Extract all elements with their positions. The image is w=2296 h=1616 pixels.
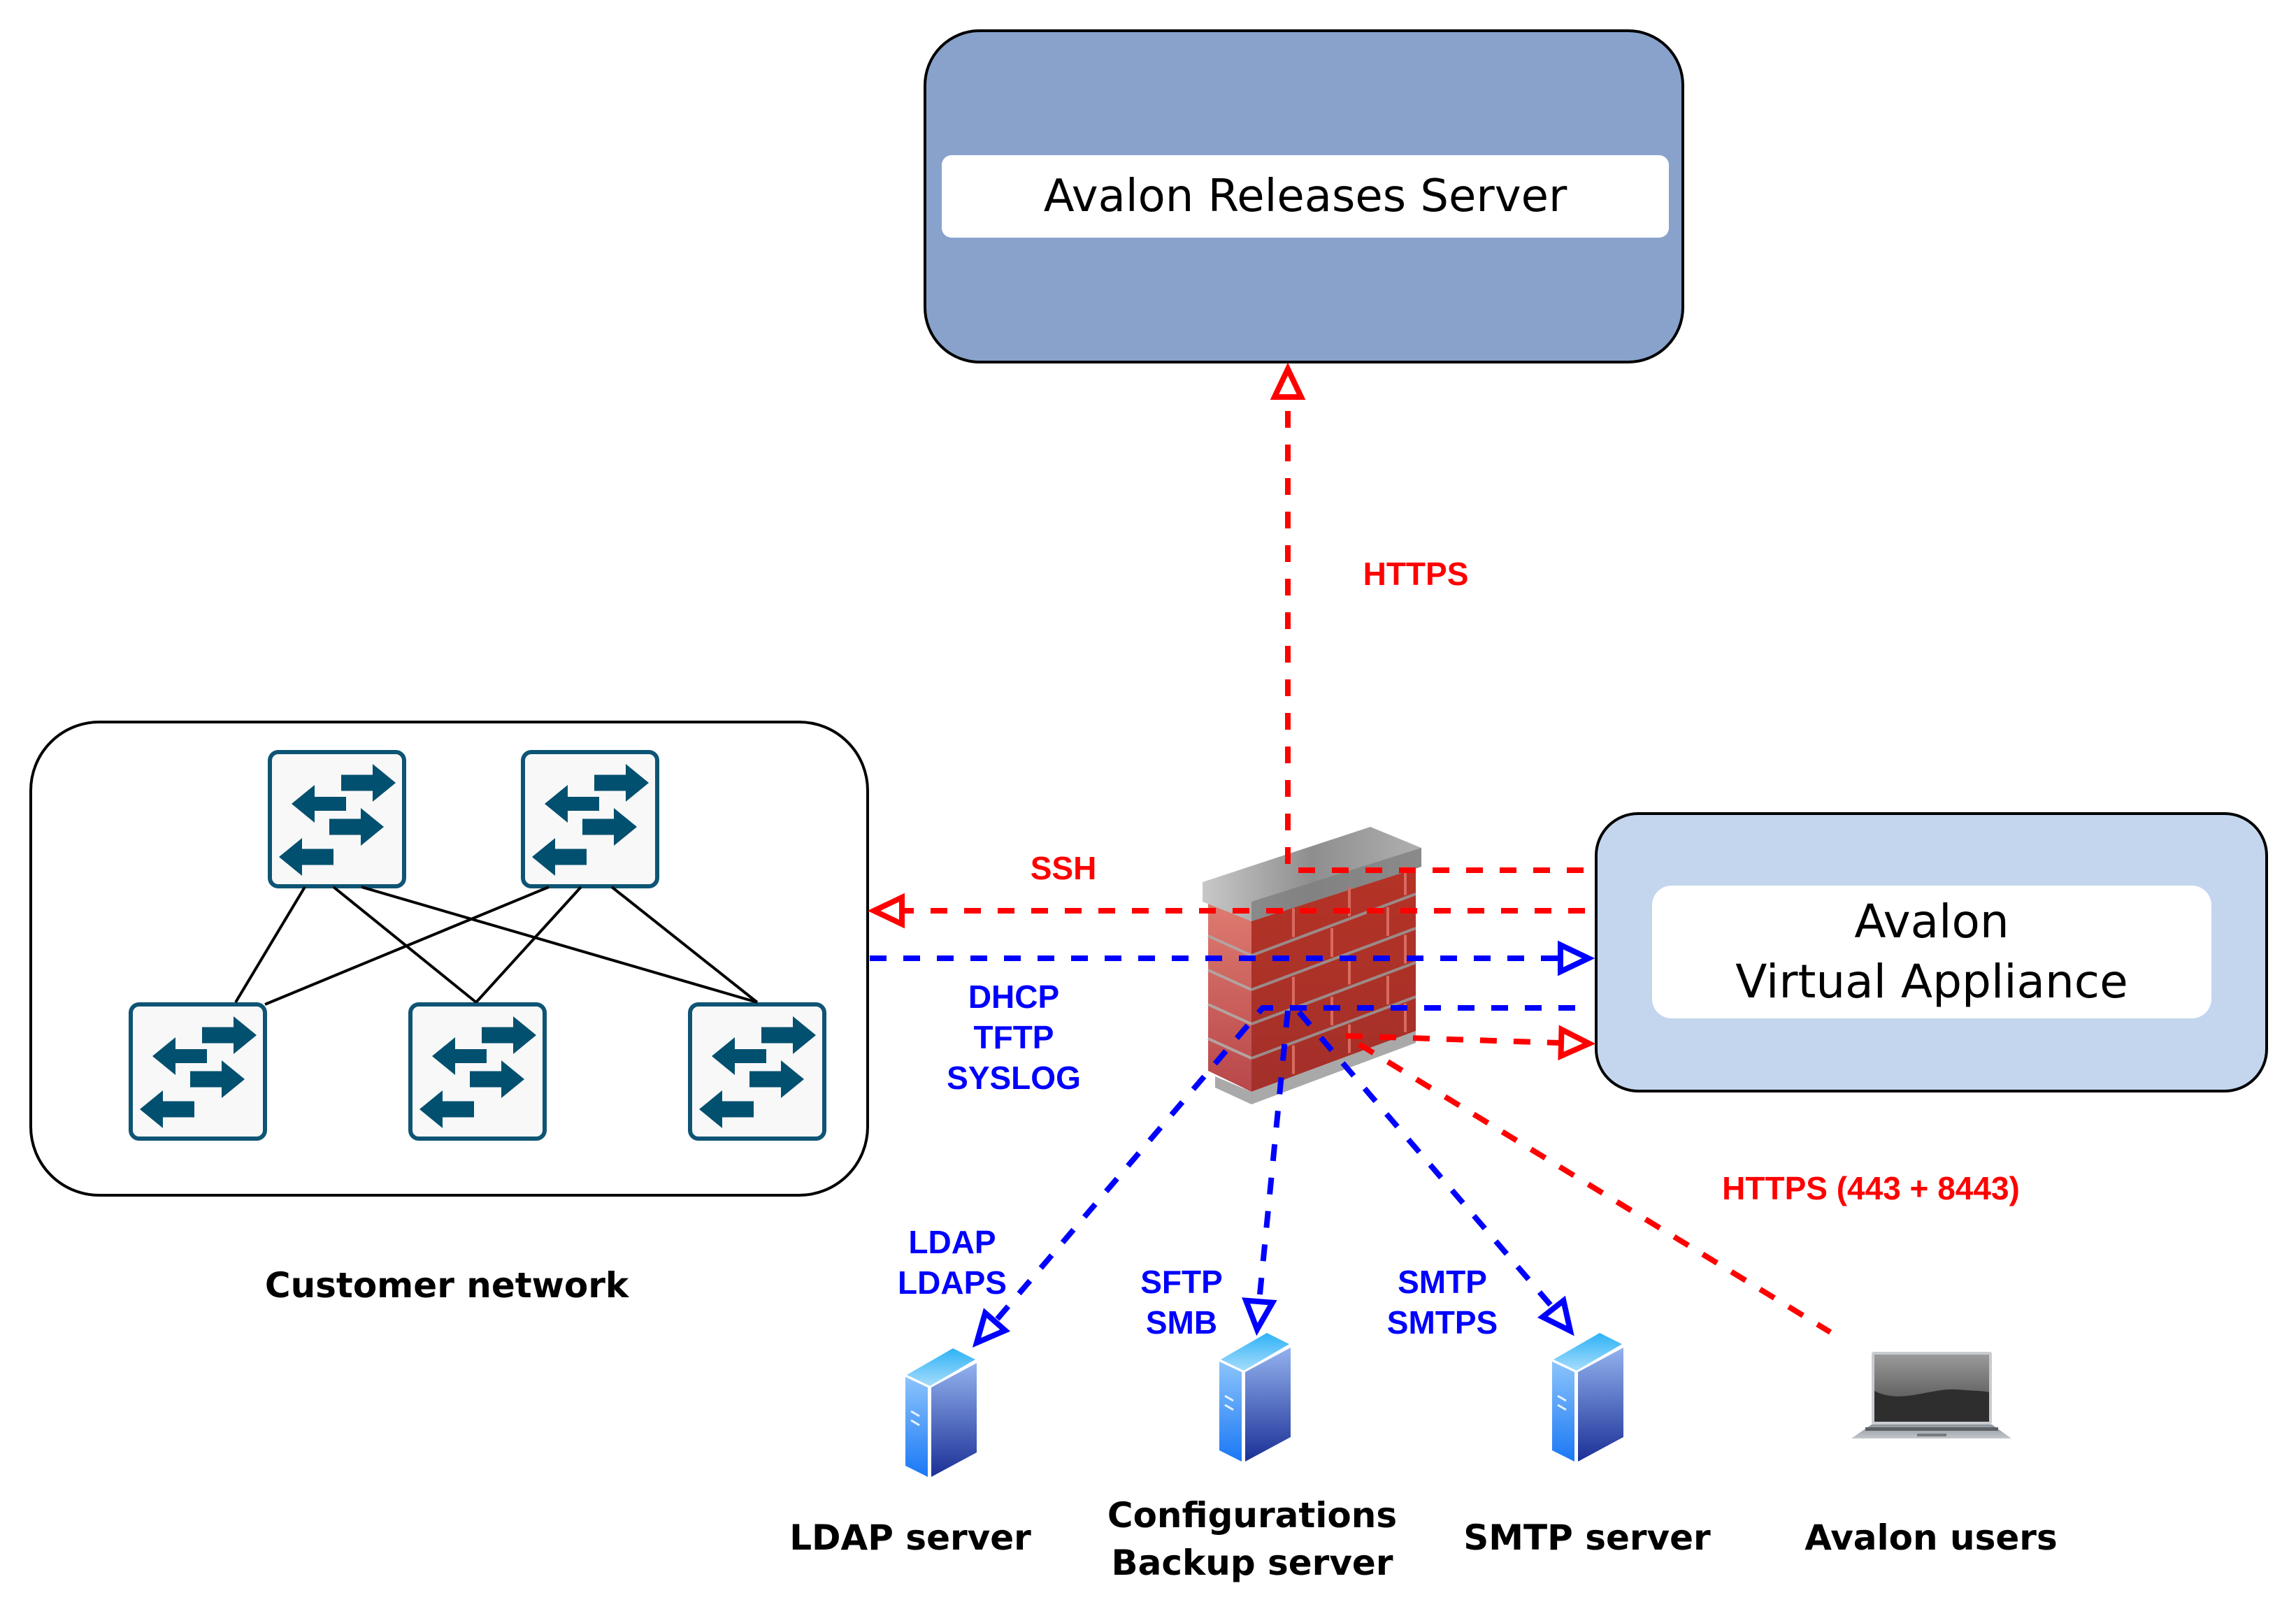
arrowhead-right-icon [1560, 1030, 1589, 1056]
arrowhead-right-icon [1560, 945, 1588, 972]
dhcp-label: DHCP [947, 976, 1081, 1017]
dhcp-tftp-syslog-label: DHCP TFTP SYSLOG [947, 976, 1081, 1098]
ldap-server-label: LDAP server [789, 1514, 1031, 1561]
arrowhead-down-icon [1246, 1301, 1272, 1329]
arrowhead-down-right-icon [1542, 1301, 1570, 1331]
ssh-label: SSH [1031, 848, 1097, 888]
smtp-server-label: SMTP server [1463, 1514, 1710, 1561]
ldap-protocols-label: LDAP LDAPS [898, 1222, 1007, 1303]
https-releases-label: HTTPS [1363, 554, 1469, 594]
https-users-link [1346, 1036, 1559, 1043]
https-users-label: HTTPS (443 + 8443) [1722, 1168, 2020, 1209]
avalon-users-label: Avalon users [1804, 1514, 2057, 1561]
smtp-protocols-label: SMTP SMTPS [1387, 1262, 1498, 1343]
tftp-label: TFTP [947, 1017, 1081, 1058]
sftp-protocols-label: SFTP SMB [1140, 1262, 1223, 1343]
https-releases-link [1288, 398, 1584, 870]
arrowhead-left-icon [874, 897, 902, 924]
customer-network-label: Customer network [265, 1262, 629, 1309]
syslog-label: SYSLOG [947, 1058, 1081, 1098]
backup-server-label: Configurations Backup server [1107, 1492, 1397, 1587]
sftp-link [1259, 1011, 1288, 1301]
arrowhead-up-icon [1275, 369, 1301, 397]
